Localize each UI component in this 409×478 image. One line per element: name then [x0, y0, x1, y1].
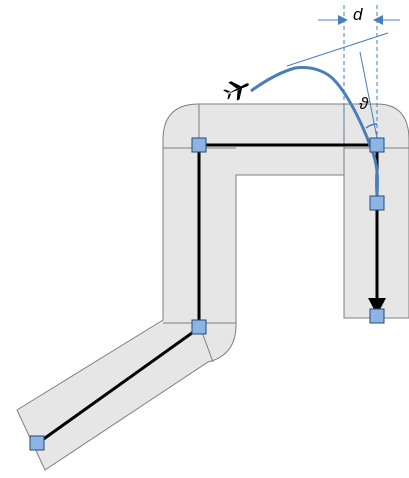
airplane-icon [223, 81, 249, 101]
angle-arc [365, 123, 378, 129]
waypoint-node [369, 195, 385, 211]
distance-label: d [353, 5, 363, 24]
flight-path [250, 66, 379, 197]
waypoint-node [191, 319, 207, 335]
angle-label: ϑ [359, 94, 369, 113]
route-corridor [16, 103, 409, 471]
route-arrowhead [368, 298, 386, 315]
guide-line-diagonal [359, 51, 379, 144]
waypoint-node [29, 435, 45, 451]
guide-line-diagonal [286, 32, 389, 67]
waypoint-node [369, 308, 385, 324]
waypoint-node [369, 137, 385, 153]
waypoint-node [191, 137, 207, 153]
